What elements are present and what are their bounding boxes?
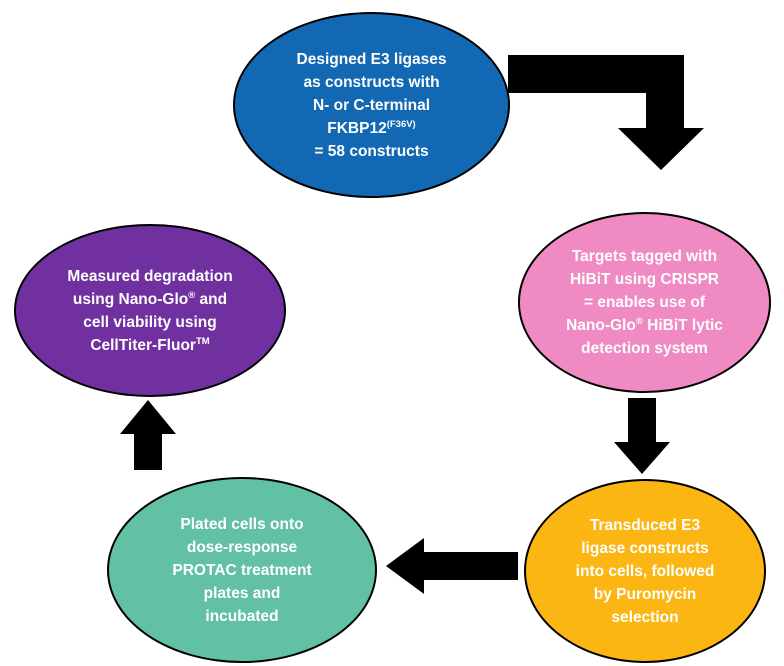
arrow-targets-to-transduced-icon [614, 398, 670, 474]
text-line: ligase constructs [581, 539, 709, 557]
text-line: Plated cells onto [180, 515, 304, 533]
arrow-plated-to-measured-icon [120, 400, 176, 470]
superscript-registered: ® [188, 289, 196, 301]
superscript-f36v: (F36V) [386, 118, 416, 130]
text-line: Measured degradation [67, 267, 233, 285]
superscript-registered: ® [635, 315, 643, 327]
text-line: dose-response [186, 538, 298, 556]
text-line: = enables use of [583, 294, 706, 311]
text-line: PROTAC treatment [172, 561, 312, 579]
text-line: HiBiT using CRISPR [570, 271, 719, 288]
text-line: Transduced E3 [589, 516, 701, 534]
node-targets-tagged-hibit: Targets tagged with HiBiT using CRISPR =… [518, 212, 771, 393]
text-line: Designed E3 ligases [296, 50, 447, 68]
superscript-trademark: TM [195, 335, 210, 347]
node-designed-e3-ligases: Designed E3 ligases as constructs with N… [233, 12, 510, 198]
text-line: Nano-Glo [566, 317, 636, 334]
node-transduced-text: Transduced E3 ligase constructs into cel… [560, 514, 731, 629]
text-line: by Puromycin [593, 585, 697, 603]
text-line: HiBiT lytic [642, 317, 723, 334]
text-line: using Nano-Glo [72, 290, 189, 308]
text-line: detection system [581, 340, 708, 357]
text-line: = 58 constructs [314, 142, 429, 160]
text-line: FKBP12 [327, 119, 387, 137]
node-plated-text: Plated cells onto dose-response PROTAC t… [156, 513, 327, 628]
text-line: as constructs with [303, 73, 440, 91]
node-designed-text: Designed E3 ligases as constructs with N… [281, 48, 463, 163]
text-line: Targets tagged with [571, 248, 718, 265]
node-transduced-e3-ligase: Transduced E3 ligase constructs into cel… [524, 479, 766, 663]
node-plated-cells: Plated cells onto dose-response PROTAC t… [107, 477, 377, 663]
arrow-transduced-to-plated-icon [386, 538, 518, 594]
arrow-designed-to-targets-icon [508, 55, 704, 170]
node-targets-text: Targets tagged with HiBiT using CRISPR =… [550, 245, 739, 360]
text-line: cell viability using [83, 313, 217, 331]
text-line: and [195, 290, 228, 308]
node-measured-text: Measured degradation using Nano-Glo® and… [51, 265, 248, 357]
text-line: selection [611, 608, 679, 626]
text-line: plates and [203, 584, 281, 602]
text-line: incubated [205, 607, 279, 625]
node-measured-degradation: Measured degradation using Nano-Glo® and… [14, 224, 286, 397]
text-line: into cells, followed [575, 562, 715, 580]
text-line: N- or C-terminal [312, 96, 431, 114]
text-line: CellTiter-Fluor [90, 336, 196, 354]
